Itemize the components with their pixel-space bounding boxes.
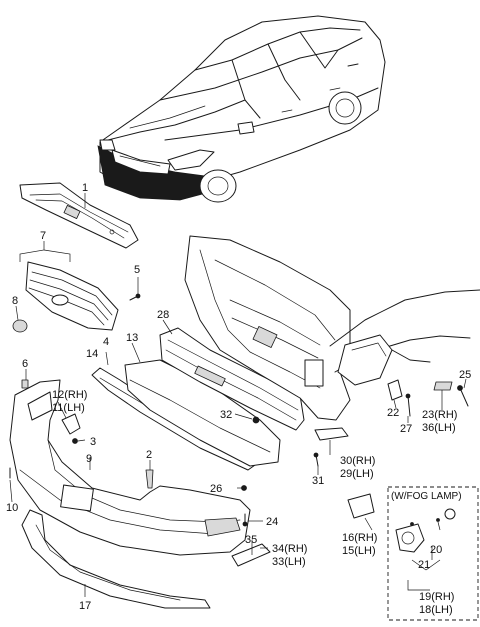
part-5-screw: [129, 293, 141, 301]
label-18: 18(LH): [419, 604, 453, 616]
label-22: 22: [387, 407, 399, 419]
label-24: 24: [266, 516, 278, 528]
part-25-bolt: [457, 385, 469, 407]
vehicle-illustration: [97, 15, 386, 203]
label-15: 15(LH): [342, 545, 376, 557]
label-19: 19(RH): [419, 591, 454, 603]
part-23-bracket: [433, 381, 453, 391]
part-17-lower-lip: [21, 509, 211, 609]
fog-lamp-box: [387, 486, 479, 621]
label-25: 25: [459, 369, 471, 381]
part-28-bumper-beam: [159, 327, 305, 431]
label-3: 3: [90, 436, 96, 448]
label-8: 8: [12, 295, 18, 307]
label-17: 17: [79, 600, 91, 612]
label-34: 34(RH): [272, 543, 307, 555]
part-31-bolt: [313, 452, 319, 467]
part-32-screw: [252, 416, 260, 424]
label-9: 9: [86, 453, 92, 465]
front-end-module-carrier: [184, 235, 351, 421]
part-1-grille-cover: [19, 182, 139, 249]
part-24-screw: [242, 513, 248, 527]
label-33: 33(LH): [272, 556, 306, 568]
part-3-screw: [72, 438, 78, 444]
fender-outline: [329, 289, 480, 386]
part-labels: 1 7 5 8 6 12(RH) 11(LH) 3 4 14 13 28 9 2…: [6, 182, 471, 616]
part-7-radiator-grille: [12, 261, 119, 333]
label-21: 21: [418, 559, 430, 571]
part-34-cover: [231, 543, 271, 567]
label-13: 13: [126, 332, 138, 344]
part-27-bolt: [405, 393, 411, 417]
label-30: 30(RH): [340, 455, 375, 467]
label-11: 11(LH): [52, 402, 85, 414]
label-4: 4: [103, 336, 109, 348]
label-2: 2: [146, 449, 152, 461]
label-fog-lamp-title: (W/FOG LAMP): [391, 491, 462, 502]
fog-lamp-frame: [387, 486, 479, 621]
label-36: 36(LH): [422, 422, 456, 434]
label-26: 26: [210, 483, 222, 495]
label-16: 16(RH): [342, 532, 377, 544]
label-1: 1: [82, 182, 88, 194]
fog-lamp-bulb: [444, 508, 456, 520]
fog-lamp: [395, 523, 425, 553]
label-35: 35: [245, 534, 257, 546]
part-12-bracket: [61, 413, 81, 435]
label-31: 31: [312, 475, 324, 487]
part-6-clip: [21, 379, 29, 389]
part-26-clip: [241, 485, 247, 491]
label-27: 27: [400, 423, 412, 435]
label-20: 20: [430, 544, 442, 556]
label-12: 12(RH): [52, 389, 87, 401]
label-10: 10: [6, 502, 18, 514]
label-6: 6: [22, 358, 28, 370]
part-16-cover: [347, 493, 375, 519]
label-5: 5: [134, 264, 140, 276]
label-32: 32: [220, 409, 232, 421]
label-23: 23(RH): [422, 409, 457, 421]
label-7: 7: [40, 230, 46, 242]
label-29: 29(LH): [340, 468, 374, 480]
part-30-bracket: [314, 427, 349, 441]
part-22-stay: [387, 379, 403, 401]
part-2-screw: [145, 469, 154, 489]
label-14: 14: [86, 348, 98, 360]
part-9-front-bumper-cover: [9, 379, 251, 556]
label-28: 28: [157, 309, 169, 321]
leader-lines: [9, 193, 467, 597]
